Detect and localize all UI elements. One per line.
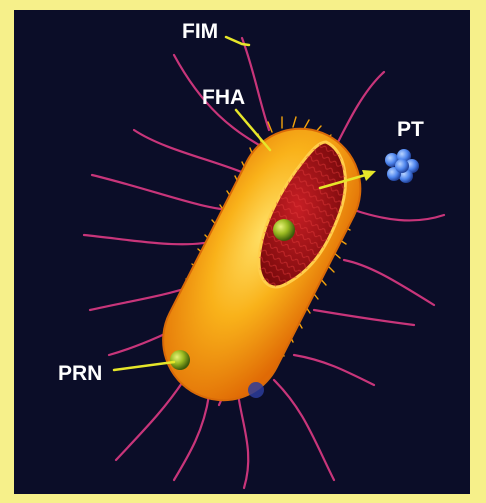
diagram-canvas: FIM FHA PT PRN	[14, 10, 470, 494]
label-fim: FIM	[182, 20, 218, 43]
fim-pointer	[226, 37, 249, 45]
label-pt: PT	[397, 118, 424, 141]
prn-pointer	[114, 362, 174, 370]
fha-antigen-sphere	[273, 219, 295, 241]
prn-antigen-sphere	[170, 350, 190, 370]
pt-arrowhead	[362, 170, 376, 181]
pt-toxin-cluster	[385, 149, 419, 183]
label-prn: PRN	[58, 362, 102, 385]
label-fha: FHA	[202, 86, 245, 109]
blue-antigen-sphere	[248, 382, 264, 398]
bacterium-diagram: FIM FHA PT PRN	[14, 10, 470, 494]
